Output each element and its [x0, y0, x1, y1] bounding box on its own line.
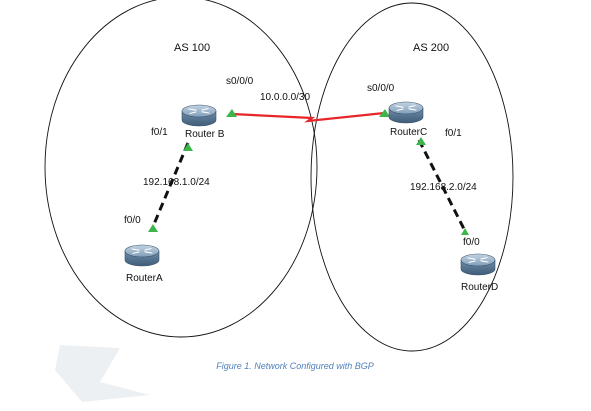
- router-b-serial-interface-label: s0/0/0: [226, 76, 254, 87]
- router-a-label: RouterA: [126, 273, 163, 284]
- router-d-fast-interface-label: f0/0: [463, 237, 480, 248]
- ethernet-link-right: [417, 139, 467, 232]
- port-up-indicator-d-fast: [461, 228, 469, 235]
- router-c-label: RouterC: [390, 127, 427, 138]
- as-100-label: AS 100: [174, 42, 210, 54]
- ethernet-link-left: [150, 142, 190, 230]
- port-up-indicator-c-serial: [379, 109, 390, 117]
- router-a-fast-interface-label: f0/0: [124, 215, 141, 226]
- as-100-boundary: [44, 0, 318, 338]
- wan-network-label: 10.0.0.0/30: [260, 92, 310, 103]
- lan-left-network-label: 192.168.1.0/24: [143, 177, 210, 188]
- port-up-indicator-b-fast: [183, 143, 193, 151]
- router-c-icon: [388, 101, 424, 124]
- router-b-fast-interface-label: f0/1: [151, 127, 168, 138]
- router-d-label: RouterD: [461, 282, 498, 293]
- router-b-label: Router B: [185, 129, 225, 140]
- as-200-label: AS 200: [413, 42, 449, 54]
- router-b-icon: [181, 104, 217, 127]
- router-c-serial-interface-label: s0/0/0: [367, 83, 395, 94]
- as-200-boundary: [310, 2, 514, 352]
- port-up-indicator-a-fast: [148, 224, 158, 232]
- router-c-fast-interface-label: f0/1: [445, 128, 462, 139]
- lan-right-network-label: 192.168.2.0/24: [410, 182, 477, 193]
- port-up-indicator-c-fast: [416, 137, 426, 145]
- figure-caption: Figure 1. Network Configured with BGP: [216, 361, 374, 371]
- port-up-indicator-b-serial: [226, 109, 237, 117]
- router-a-icon: [124, 244, 160, 267]
- watermark-shape: [55, 345, 150, 402]
- router-d-icon: [460, 253, 496, 276]
- serial-link: [231, 111, 385, 123]
